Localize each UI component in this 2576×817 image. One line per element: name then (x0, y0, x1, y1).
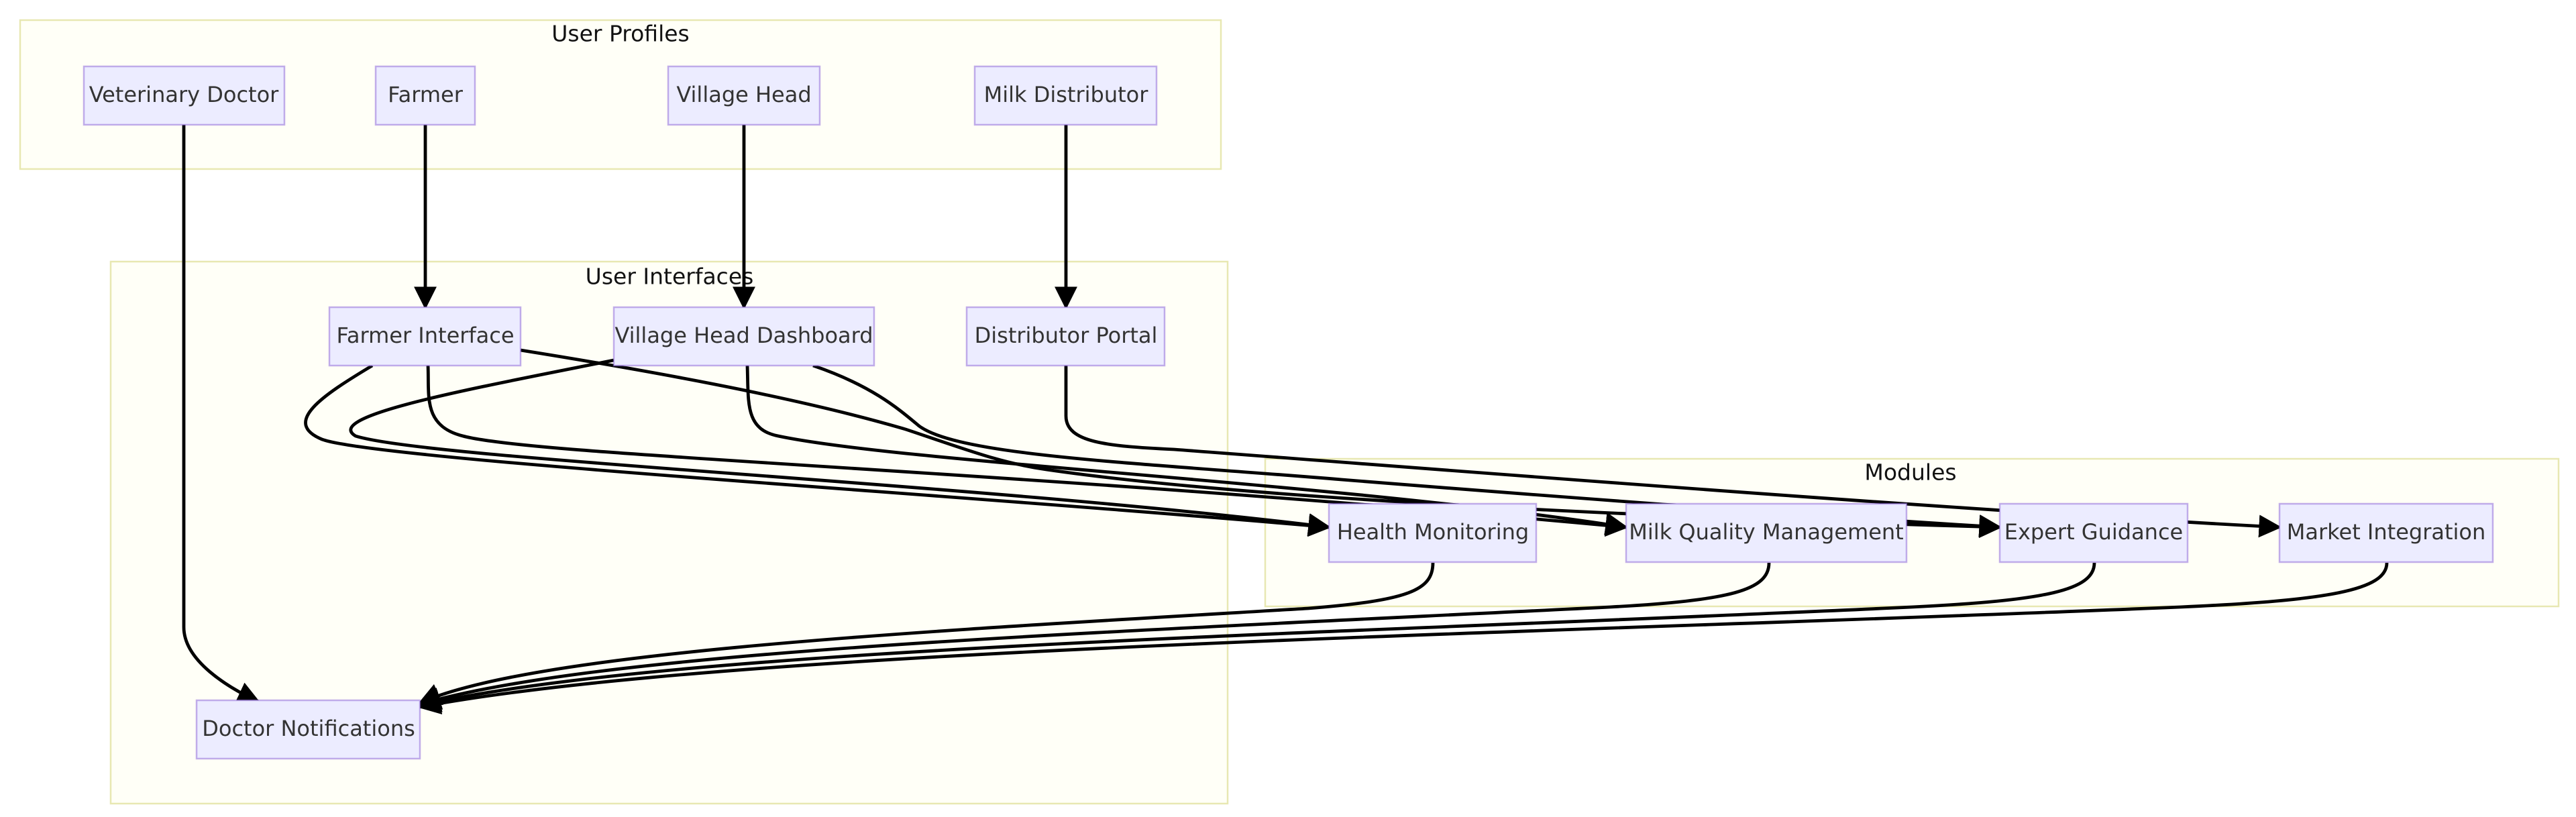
node-milk-distributor[interactable]: Milk Distributor (973, 65, 1158, 126)
node-milk-quality-management[interactable]: Milk Quality Management (1625, 502, 1908, 563)
edge-health-monitoring-to-doctor-notifications (417, 562, 1435, 706)
node-distributor-portal[interactable]: Distributor Portal (965, 306, 1166, 367)
node-farmer-interface[interactable]: Farmer Interface (328, 306, 522, 367)
node-label-farmer: Farmer (388, 82, 464, 107)
node-label-expert-guidance: Expert Guidance (2004, 519, 2183, 545)
node-label-market-integration: Market Integration (2287, 519, 2486, 545)
node-label-village-head: Village Head (676, 82, 811, 107)
node-expert-guidance[interactable]: Expert Guidance (1998, 502, 2189, 563)
node-label-milk-distributor: Milk Distributor (984, 82, 1149, 107)
node-label-milk-quality-management: Milk Quality Management (1629, 519, 1903, 545)
cluster-label-user-profiles: User Profiles (551, 21, 690, 47)
cluster-label-modules: Modules (1864, 459, 1956, 486)
node-label-health-monitoring: Health Monitoring (1337, 519, 1529, 545)
node-farmer[interactable]: Farmer (374, 65, 476, 126)
edge-dashboard-to-milk-quality (745, 365, 1629, 536)
edge-expert-guidance-to-doctor-notifications (417, 562, 2096, 712)
node-village-head[interactable]: Village Head (667, 65, 821, 126)
edge-farmer-interface-to-milk-quality (426, 365, 1629, 537)
node-label-distributor-portal: Distributor Portal (975, 323, 1158, 348)
node-market-integration[interactable]: Market Integration (2278, 502, 2494, 563)
node-label-veterinary-doctor: Veterinary Doctor (89, 82, 279, 107)
node-label-village-head-dashboard: Village Head Dashboard (614, 323, 873, 348)
edge-dashboard-to-health-monitoring (349, 358, 1332, 537)
node-veterinary-doctor[interactable]: Veterinary Doctor (83, 65, 286, 126)
edge-vet-to-doctor-notifications (182, 125, 261, 704)
cluster-label-user-interfaces: User Interfaces (586, 264, 754, 290)
node-health-monitoring[interactable]: Health Monitoring (1328, 502, 1538, 563)
edge-market-integration-to-doctor-notifications (417, 562, 2389, 715)
node-label-doctor-notifications: Doctor Notifications (202, 716, 415, 741)
node-doctor-notifications[interactable]: Doctor Notifications (195, 699, 421, 760)
node-village-head-dashboard[interactable]: Village Head Dashboard (612, 306, 875, 367)
edge-farmer-interface-to-health-monitoring (304, 364, 1332, 537)
node-label-farmer-interface: Farmer Interface (336, 323, 514, 348)
edge-milk-quality-to-doctor-notifications (417, 562, 1771, 710)
